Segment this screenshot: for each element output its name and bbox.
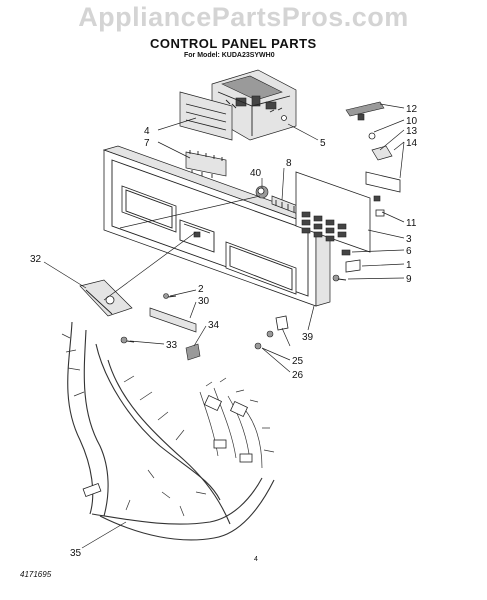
callout-35: 35	[70, 548, 82, 559]
callout-26: 26	[292, 370, 304, 381]
callout-12: 12	[406, 104, 418, 115]
callout-40: 40	[250, 168, 262, 179]
callout-13: 13	[406, 126, 418, 137]
callout-8: 8	[286, 158, 292, 169]
callout-10: 10	[406, 116, 418, 127]
part-bracket-30[interactable]	[149, 293, 197, 333]
part-small-board[interactable]	[185, 150, 227, 178]
callout-14: 14	[406, 138, 418, 149]
part-clip-34[interactable]	[185, 343, 201, 361]
part-wire-harness[interactable]	[61, 321, 275, 541]
part-console-panel[interactable]	[102, 145, 332, 307]
part-keypad[interactable]	[295, 171, 371, 253]
part-control-board[interactable]	[211, 69, 297, 141]
page-number: 4	[254, 556, 258, 563]
leader-lines	[43, 103, 405, 549]
callout-39: 39	[302, 332, 314, 343]
document-number: 4171695	[20, 570, 52, 579]
callout-3: 3	[406, 234, 412, 245]
model-subtitle: For Model: KUDA23SYWH0	[184, 52, 275, 59]
diagram-title: CONTROL PANEL PARTS	[150, 36, 317, 51]
callout-30: 30	[198, 296, 210, 307]
part-clip-39[interactable]	[254, 315, 289, 350]
callout-6: 6	[406, 246, 412, 257]
callout-34: 34	[208, 320, 220, 331]
callout-9: 9	[406, 274, 412, 285]
callout-2: 2	[198, 284, 204, 295]
part-overlay-sheet[interactable]	[179, 91, 233, 141]
part-latch-switch[interactable]	[345, 101, 401, 217]
part-screw-33[interactable]	[120, 336, 135, 344]
part-screw-9[interactable]	[332, 274, 347, 282]
part-bracket-32[interactable]	[79, 279, 133, 317]
callout-numbers: 12 10 13 14 4 7 5 8 40 11 3 6 1 9 32 2 3…	[30, 104, 418, 559]
callout-1: 1	[406, 260, 412, 271]
callout-4: 4	[144, 126, 150, 137]
callout-25: 25	[292, 356, 304, 367]
callout-11: 11	[406, 218, 417, 229]
part-clips[interactable]	[341, 249, 361, 273]
callout-7: 7	[144, 138, 150, 149]
callout-32: 32	[30, 254, 42, 265]
callout-33: 33	[166, 340, 178, 351]
part-knob[interactable]	[255, 185, 269, 199]
callout-5: 5	[320, 138, 326, 149]
watermark: AppliancePartsPros.com	[78, 2, 409, 32]
